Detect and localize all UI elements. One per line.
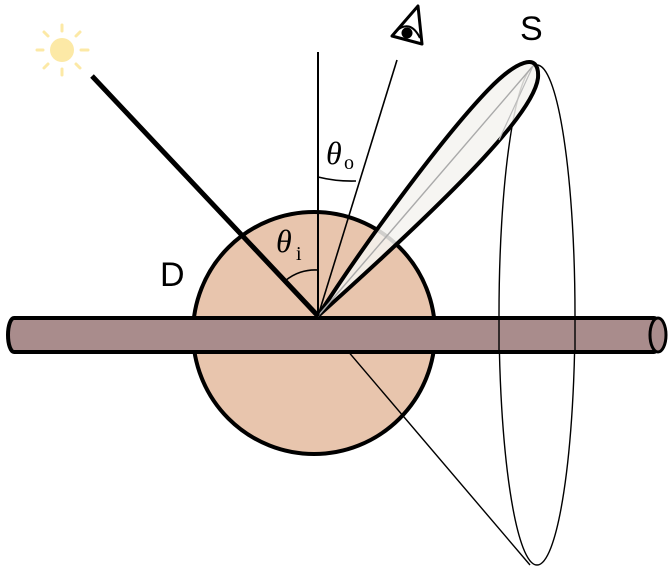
view-direction (317, 59, 398, 317)
specular-cone-rim (498, 64, 576, 566)
cone-line-upper (498, 65, 534, 141)
incident-ray (90, 74, 320, 318)
theta-out-subscript: o (344, 152, 354, 174)
theta-in-arc (284, 269, 319, 282)
specular-label: S (520, 10, 543, 48)
sun-icon (35, 23, 90, 77)
eye-icon (390, 4, 424, 46)
diffuse-label: D (160, 256, 185, 294)
theta-in-symbol: θ (276, 223, 292, 259)
theta-out-arc (317, 176, 357, 182)
specular-axis-line (317, 65, 534, 317)
cone-line-lower (317, 315, 531, 566)
fiber-cylinder (6, 316, 668, 354)
specular-cone-rim-front (498, 318, 576, 352)
theta-in-subscript: i (296, 243, 302, 265)
theta-out-symbol: θ (326, 135, 342, 171)
